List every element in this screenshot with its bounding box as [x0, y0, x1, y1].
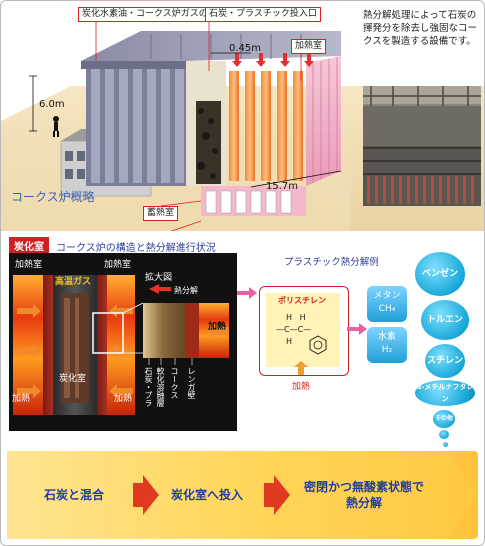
zoom-label: 拡大図 — [145, 273, 173, 283]
methylnaphthalene-bubble: α-メチルナフタレン — [415, 380, 475, 406]
flow-step-pyrolysis: 密閉かつ無酸素状態で 熱分解 — [303, 480, 424, 510]
layer-softened: 軟化溶融層 — [156, 367, 165, 407]
formula-top: H H — [286, 313, 306, 322]
styrene-bubble: スチレン — [425, 344, 465, 378]
flow-arrows — [7, 451, 477, 539]
hydrogen-name: 水素 — [377, 332, 396, 342]
right-heat-text: 加熱 — [114, 394, 133, 404]
zoom-heating-label: 加熱 — [208, 322, 227, 332]
structure-title: コークス炉の構造と熱分解進行状況 — [56, 243, 216, 254]
left-heat-text: 加熱 — [12, 394, 31, 404]
carbonization-tag: 炭化室 — [9, 237, 49, 254]
benzene-bubble: ベンゼン — [415, 252, 465, 296]
regenerator-label: 蓄熱室 — [143, 206, 179, 221]
hydrogen-formula: H₂ — [381, 345, 393, 355]
small-bubble-1 — [439, 430, 449, 439]
right-heating-label: 加熱室 — [104, 260, 132, 270]
toluene-bubble: トルエン — [421, 300, 469, 340]
coke-oven-caption: コークス炉概略 — [11, 190, 95, 204]
to-gas-arrow — [347, 323, 367, 335]
methane-name: メタン — [373, 291, 401, 301]
heating-chamber-label: 加熱室 — [291, 39, 327, 54]
plastic-title: プラスチック熱分解例 — [284, 257, 379, 268]
heating-up-arrow — [294, 361, 308, 375]
plastic-heating-label: 加熱 — [292, 382, 311, 392]
layer-coal-plastic: 石炭・プラ — [144, 367, 153, 407]
layer-coke: コークス — [170, 367, 179, 399]
chamber-cross-section — [9, 253, 237, 431]
methane-formula: CH₄ — [378, 304, 396, 314]
width-dimension: 0.45m — [229, 43, 262, 54]
hot-gas-label: 高温ガス — [55, 277, 92, 287]
polystyrene-structure-bg — [266, 293, 340, 367]
flow-step-charge: 炭化室へ投入 — [170, 488, 243, 502]
left-heating-label: 加熱室 — [15, 260, 43, 270]
formula-bottom: H — [286, 337, 293, 346]
formula-mid: —C—C— — [276, 325, 312, 334]
others-bubble: その他 — [433, 410, 455, 428]
benzene-ring-icon — [309, 335, 327, 355]
hydrogen-box: 水素 H₂ — [367, 327, 407, 363]
layer-brick: レンガ壁 — [187, 367, 196, 399]
process-flow-bar — [7, 451, 478, 539]
small-bubble-2 — [443, 442, 448, 447]
panel-to-plastic-arrow — [237, 287, 257, 299]
polystyrene-label: ポリスチレン — [278, 296, 326, 305]
pyrolysis-label: 熱分解 — [174, 286, 198, 295]
methane-box: メタン CH₄ — [367, 286, 407, 322]
carbonization-chamber-label: 炭化室 — [59, 374, 87, 384]
height-dimension: 6.0m — [39, 99, 65, 110]
description-text: 熱分解処理によって石炭の揮発分を除去し強固なコークスを製造する設備です。 — [363, 10, 478, 47]
polystyrene-box: ポリスチレン H H —C—C— H — [259, 286, 349, 376]
flow-step-mix: 石炭と混合 — [43, 488, 104, 502]
length-dimension: 15.7m — [266, 181, 299, 192]
input-port-label: 石炭・プラスチック投入口 — [205, 7, 321, 22]
coke-oven-photo — [363, 86, 481, 206]
